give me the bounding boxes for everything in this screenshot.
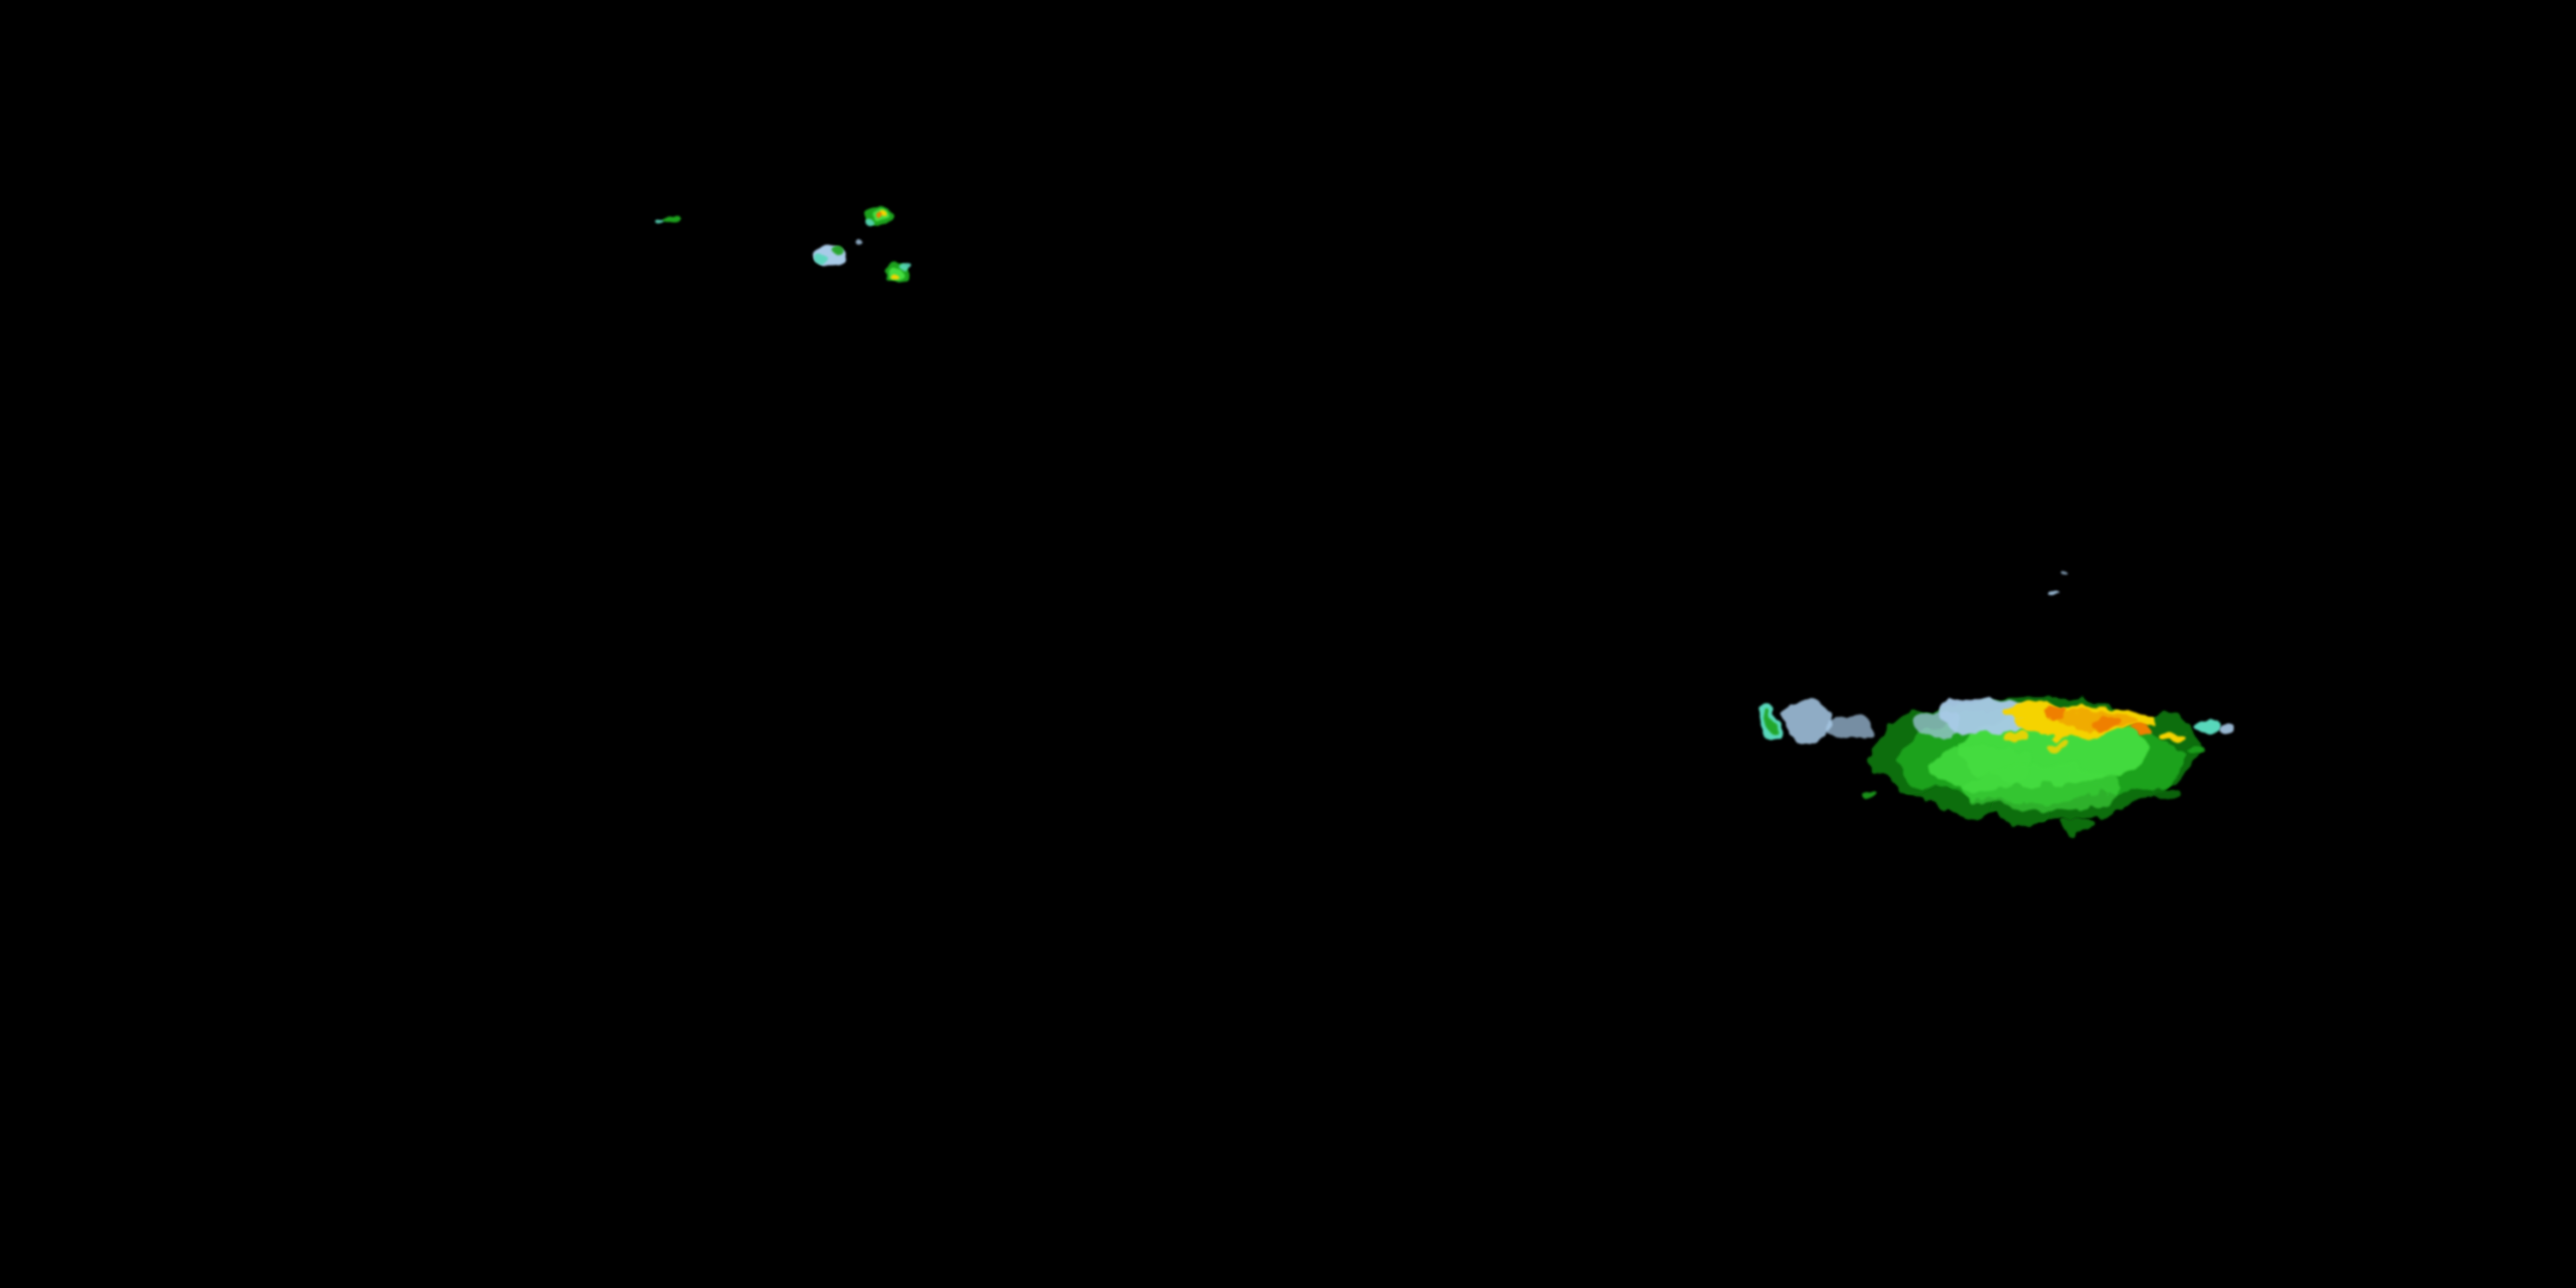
radar-cell-green <box>1861 791 1876 798</box>
radar-cell-lightBlue <box>1937 698 2033 732</box>
radar-cell-lightBlue <box>2221 726 2234 732</box>
radar-cell-orange <box>2091 715 2120 729</box>
radar-cell-yellow <box>2050 739 2068 748</box>
radar-cell-lightBlue <box>2061 570 2068 574</box>
radar-cell-lightBlue <box>1829 712 1867 741</box>
radar-cell-teal <box>2196 721 2221 733</box>
radar-cell-lightBlue <box>1784 702 1836 742</box>
radar-cell-lightBlue <box>2048 590 2060 595</box>
radar-cell-lightBlue <box>855 240 862 245</box>
storm-cells-layer <box>655 208 2234 832</box>
radar-cell-green <box>833 247 845 256</box>
radar-cell-bgreen <box>1965 766 2123 811</box>
radar-cell-yellow <box>2163 727 2185 738</box>
radar-cell-lightBlue <box>1915 714 1959 738</box>
radar-cell-yellow <box>890 274 898 281</box>
radar-cell-yellow <box>2004 731 2028 743</box>
radar-cell-orange <box>2129 723 2150 735</box>
radar-cell-teal <box>655 218 664 223</box>
radar-cell-green <box>1763 714 1775 732</box>
radar-cell-yellow <box>878 211 887 218</box>
radar-cell-orange <box>2044 706 2070 720</box>
radar-cell-teal <box>866 218 874 225</box>
radar-cell-green <box>662 216 681 222</box>
radar-cell-dgreen <box>2057 817 2092 832</box>
radar-cell-teal <box>900 263 910 271</box>
radar-cell-green <box>2183 743 2207 755</box>
radar-cell-teal <box>813 253 829 264</box>
radar-cell-orange <box>875 213 880 218</box>
